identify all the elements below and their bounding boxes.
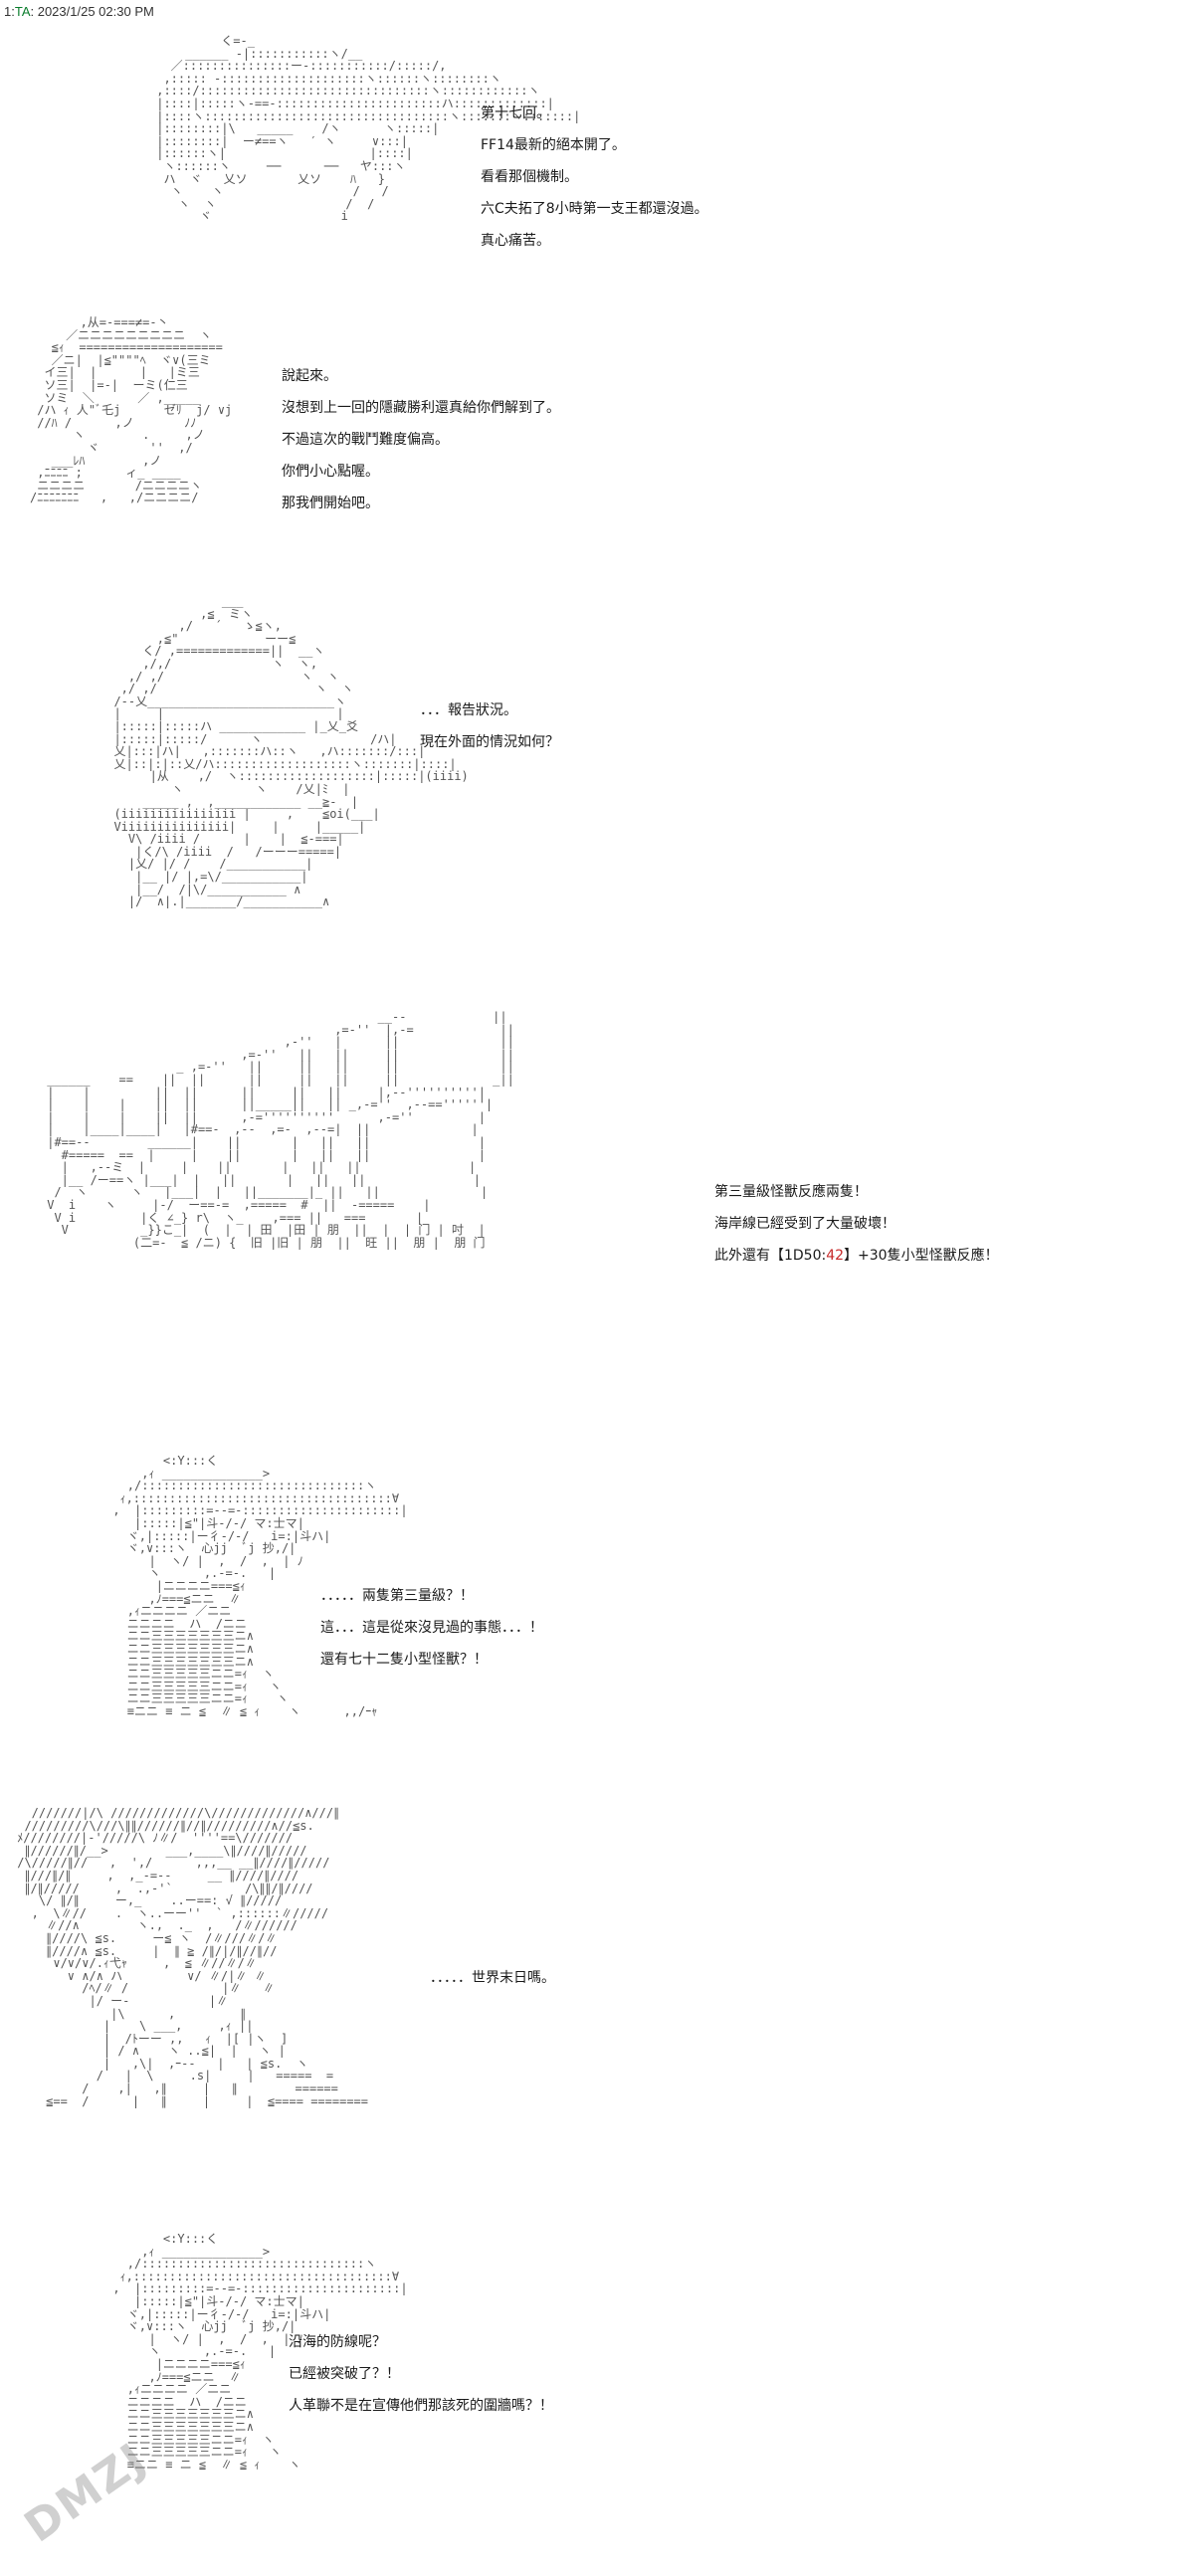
dialog-text: 第十七回。 FF14最新的絕本開了。 看看那個機制。 六C夫拓了8小時第一支王都… xyxy=(481,98,708,257)
dialog-line: 已經被突破了？！ xyxy=(289,2366,400,2382)
dialog-line: ．．．．．兩隻第三量級？！ xyxy=(320,1588,474,1604)
poster-name[interactable]: TA xyxy=(14,4,31,19)
dialog-line: 真心痛苦。 xyxy=(481,233,550,249)
dialog-line: 看看那個機制。 xyxy=(481,169,578,185)
ascii-art-character: ,从=-===≠=-丶 ／ニニニニニニニニニ ヽ ≦ｨ ============… xyxy=(30,315,233,505)
ascii-art-character: ___ ,≦ ミヽ ,/ ´ ゝ≦ヽ, ,≦" ーー≦ く/ ,========… xyxy=(113,594,469,909)
dialog-line: FF14最新的絕本開了。 xyxy=(481,137,626,153)
dialog-text: 沿海的防線呢？ 已經被突破了？！ 人革聯不是在宣傳他們那該死的圍牆嗎？！ xyxy=(289,2326,553,2422)
ascii-art-character: ///////|/\ /////////////\/////////////∧/… xyxy=(17,1806,369,2108)
dialog-line: 第十七回。 xyxy=(481,105,550,121)
dice-result: 42 xyxy=(826,1248,845,1264)
dialog-line: 不過這次的戰鬥難度偏高。 xyxy=(282,432,449,448)
ascii-art-character: <:Y:::く ,ｨ ______________> ,/:::::::::::… xyxy=(112,1454,408,1718)
dialog-text: 第三量級怪獸反應兩隻！ 海岸線已經受到了大量破壞！ 此外還有【1D50:42】+… xyxy=(714,1176,999,1272)
dialog-line: ．．．．．世界末日嗎。 xyxy=(430,1970,555,1986)
dice-suffix: 】+30隻小型怪獸反應！ xyxy=(844,1248,999,1264)
dialog-line: 這．．．這是從來沒見過的事態．．．！ xyxy=(320,1620,543,1636)
panel-3: ___ ,≦ ミヽ ,/ ´ ゝ≦ヽ, ,≦" ーー≦ く/ ,========… xyxy=(0,587,1194,985)
ascii-art-character: く=-_ ______ -|:::::::::::ヽ/__ ／:::::::::… xyxy=(156,34,581,224)
dialog-text: ．．．．．兩隻第三量級？！ 這．．．這是從來沒見過的事態．．．！ 還有七十二隻小… xyxy=(320,1580,543,1676)
dialog-line: 六C夫拓了8小時第一支王都還沒過。 xyxy=(481,201,708,217)
dialog-line: 說起來。 xyxy=(282,368,337,384)
post-index: 1: xyxy=(4,4,15,19)
panel-7: <:Y:::く ,ｨ ______________> ,/:::::::::::… xyxy=(0,2219,1194,2576)
dialog-text: ．．．報告狀況。 現在外面的情況如何？ xyxy=(420,694,559,758)
dialog-line: 現在外面的情況如何？ xyxy=(420,734,559,750)
dialog-line: ．．．報告狀況。 xyxy=(420,702,517,718)
dialog-line: 沿海的防線呢？ xyxy=(289,2334,386,2350)
dialog-line: 還有七十二隻小型怪獸？！ xyxy=(320,1652,488,1668)
dialog-text: ．．．．．世界末日嗎。 xyxy=(430,1962,555,1994)
dialog-line: 那我們開始吧。 xyxy=(282,495,379,511)
panel-5: <:Y:::く ,ｨ ______________> ,/:::::::::::… xyxy=(0,1443,1194,1791)
dialog-line: 人革聯不是在宣傳他們那該死的圍牆嗎？！ xyxy=(289,2398,553,2414)
dialog-line: 第三量級怪獸反應兩隻！ xyxy=(714,1184,868,1200)
panel-4: __-- || ,=-'' |,-= || ,-'' | || || ,=-''… xyxy=(0,1005,1194,1423)
dice-prefix: 此外還有【1D50: xyxy=(714,1248,827,1264)
panel-6: ///////|/\ /////////////\/////////////∧/… xyxy=(0,1801,1194,2199)
panel-2: ,从=-===≠=-丶 ／ニニニニニニニニニ ヽ ≦ｨ ============… xyxy=(0,308,1194,567)
panel-1: く=-_ ______ -|:::::::::::ヽ/__ ／:::::::::… xyxy=(0,30,1194,289)
dialog-line: 你們小心點喔。 xyxy=(282,464,379,480)
post-date: : 2023/1/25 02:30 PM xyxy=(30,4,154,19)
dialog-line: 沒想到上一回的隱藏勝利還真給你們解到了。 xyxy=(282,400,560,416)
ascii-art-character: <:Y:::く ,ｨ ______________> ,/:::::::::::… xyxy=(112,2232,408,2472)
post-header: 1:TA: 2023/1/25 02:30 PM xyxy=(4,4,154,19)
dialog-text: 說起來。 沒想到上一回的隱藏勝利還真給你們解到了。 不過這次的戰鬥難度偏高。 你… xyxy=(282,360,560,519)
ascii-art-ruined-city: __-- || ,=-'' |,-= || ,-'' | || || ,=-''… xyxy=(47,1010,514,1250)
dialog-line: 海岸線已經受到了大量破壞！ xyxy=(714,1216,896,1232)
dialog-line: 此外還有【1D50:42】+30隻小型怪獸反應！ xyxy=(714,1240,999,1272)
